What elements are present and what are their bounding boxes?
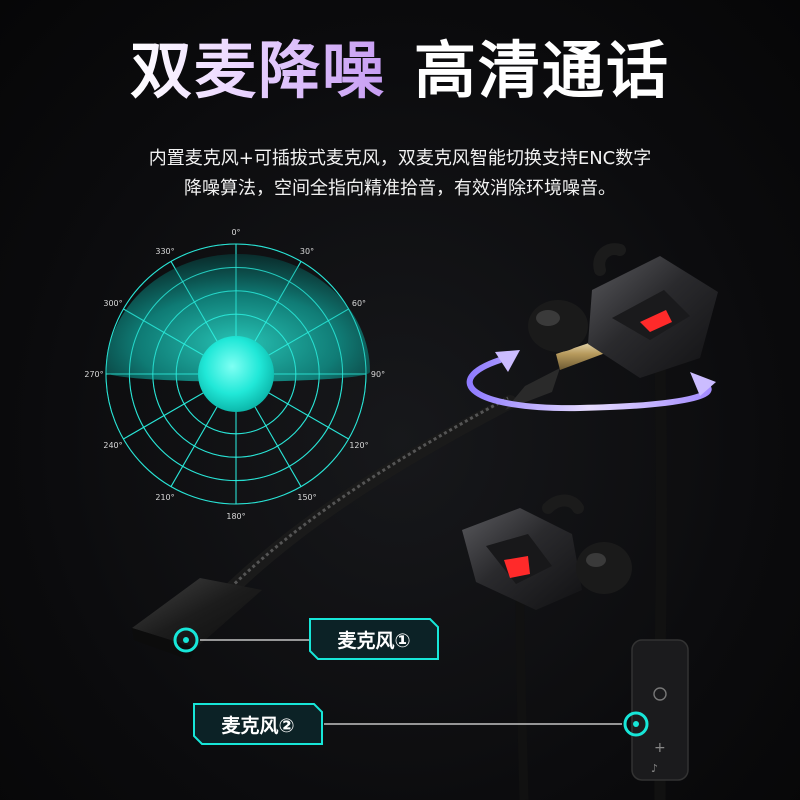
description-line2: 降噪算法，空间全指向精准拾音，有效消除环境噪音。 <box>184 178 616 199</box>
mic2-target-dot <box>633 721 639 727</box>
polar-angle-label: 90° <box>371 370 385 379</box>
mic2-label-text: 麦克风② <box>221 714 295 737</box>
upper-eartip-shine <box>536 310 560 326</box>
cable-left <box>515 599 529 800</box>
rotation-arrowhead-right <box>690 372 716 396</box>
description-line1: 内置麦克风+可插拔式麦克风，双麦克风智能切换支持ENC数字 <box>148 148 652 169</box>
volume-up-icon: + <box>654 740 666 756</box>
upper-earbud-facet <box>612 290 690 340</box>
polar-angle-label: 270° <box>84 370 103 379</box>
mic1-target-ring <box>173 627 199 653</box>
upper-eartip <box>528 300 588 352</box>
boom-arm-highlight <box>220 396 509 598</box>
mic2-label: 麦克风② <box>192 702 324 746</box>
mute-icon: ♪ <box>651 762 658 775</box>
polar-angle-label: 300° <box>103 299 122 308</box>
mic1-label-text: 麦克风① <box>337 629 411 652</box>
boom-mic-head <box>132 578 262 648</box>
polar-pattern-diagram: 0° 30° 60° 90° 120° 150° 180° 210° 240° 270° 300° 3… <box>84 228 385 521</box>
boom-mic-tip <box>132 628 196 660</box>
rotation-arrow-ring <box>466 357 712 412</box>
play-pause-icon <box>653 687 667 701</box>
inline-controller <box>631 639 689 781</box>
pickup-core <box>198 336 274 412</box>
polar-angle-label: 0° <box>231 228 240 237</box>
mic1-target-dot <box>183 637 189 643</box>
polar-angle-label: 60° <box>352 299 366 308</box>
polar-angle-label: 180° <box>226 512 245 521</box>
lower-eartip <box>576 542 632 594</box>
polar-angle-labels: 0° 30° 60° 90° 120° 150° 180° 210° 240° 270° 300° 3… <box>84 228 385 521</box>
mic2-label-frame <box>193 703 323 745</box>
lower-eye-light <box>504 556 530 578</box>
rotation-arrowhead-left <box>495 350 520 372</box>
headline-part2: 高清通话 <box>414 34 671 107</box>
polar-angle-label: 120° <box>349 441 368 450</box>
description: 内置麦克风+可插拔式麦克风，双麦克风智能切换支持ENC数字 降噪算法，空间全指向… <box>60 144 740 204</box>
polar-angle-label: 330° <box>155 247 174 256</box>
polar-angle-label: 30° <box>300 247 314 256</box>
lower-eartip-shine <box>586 553 606 567</box>
cable-right <box>654 359 667 661</box>
polar-angle-label: 240° <box>103 441 122 450</box>
upper-earhook <box>593 243 626 276</box>
mic1-label-frame <box>309 618 439 660</box>
polar-angle-label: 210° <box>155 493 174 502</box>
upper-eye-light <box>640 310 672 332</box>
mic2-target-ring <box>623 711 649 737</box>
polar-angle-label: 150° <box>297 493 316 502</box>
pickup-lobe <box>106 254 370 382</box>
headline: 双麦降噪高清通话 <box>0 26 800 116</box>
headline-part1: 双麦降噪 <box>129 34 386 107</box>
boom-arm <box>213 395 517 607</box>
lower-earhook <box>542 494 584 514</box>
boom-plug-body <box>505 368 560 410</box>
mic1-label: 麦克风① <box>308 617 440 661</box>
